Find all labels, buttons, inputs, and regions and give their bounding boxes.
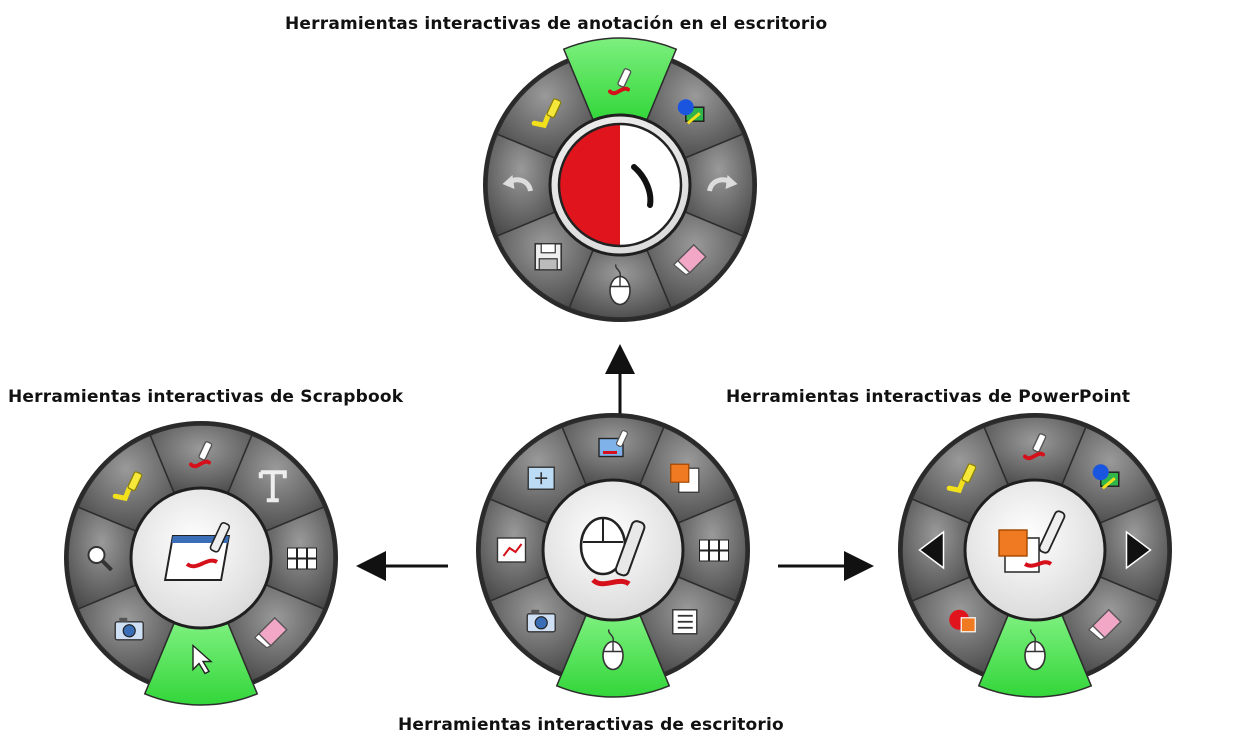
eraser-icon bbox=[672, 243, 707, 276]
list-menu-icon bbox=[672, 609, 698, 635]
pen-tool-icon bbox=[189, 441, 213, 469]
highlighter-icon bbox=[531, 98, 562, 129]
shapes-tool-icon bbox=[677, 99, 705, 125]
highlighter-icon bbox=[112, 471, 143, 502]
pen-tool-icon bbox=[608, 68, 632, 96]
mouse-pointer-icon bbox=[602, 629, 624, 671]
scrapbook-app-icon bbox=[163, 521, 231, 581]
text-tool-icon bbox=[258, 470, 287, 503]
previous-slide-icon bbox=[918, 530, 945, 570]
select-pointer-icon bbox=[192, 643, 213, 675]
redo-arrow-icon bbox=[707, 175, 738, 192]
save-disk-icon bbox=[534, 242, 563, 271]
stop-show-icon bbox=[949, 609, 976, 633]
pen-tool-icon bbox=[1023, 433, 1047, 461]
highlighter-icon bbox=[946, 463, 977, 494]
keypad-123-abc-icon bbox=[287, 547, 317, 570]
annotation-toolbar-wheel bbox=[483, 37, 757, 322]
annotation-tools-caption: Herramientas interactivas de anotación e… bbox=[285, 14, 828, 34]
color-and-line-width-icon bbox=[557, 122, 683, 248]
desktop-toolbar-wheel bbox=[476, 413, 750, 698]
undo-arrow-icon bbox=[502, 175, 533, 192]
mouse-pointer-icon bbox=[1024, 629, 1046, 671]
powerpoint-tools-caption: Herramientas interactivas de PowerPoint bbox=[726, 387, 1131, 407]
camera-icon bbox=[114, 617, 144, 641]
crosshair-window-icon bbox=[527, 466, 555, 490]
scrapbook-tools-caption: Herramientas interactivas de Scrapbook bbox=[8, 387, 404, 407]
eraser-icon bbox=[253, 616, 288, 649]
desktop-tools-caption: Herramientas interactivas de escritorio bbox=[398, 715, 784, 735]
chart-window-icon bbox=[496, 537, 527, 563]
camera-icon bbox=[526, 609, 556, 633]
scrapbook-toolbar-wheel bbox=[64, 421, 338, 706]
powerpoint-toolbar-wheel bbox=[898, 413, 1172, 698]
keypad-123-abc-icon bbox=[699, 539, 729, 562]
mouse-and-pen-icon bbox=[579, 516, 646, 587]
eraser-icon bbox=[1087, 608, 1122, 641]
next-slide-icon bbox=[1125, 530, 1152, 570]
mouse-pointer-icon bbox=[609, 264, 631, 306]
powerpoint-icon bbox=[670, 463, 700, 493]
connector-arrows bbox=[356, 344, 874, 581]
powerpoint-pen-icon bbox=[998, 510, 1066, 573]
annotate-desktop-icon bbox=[598, 430, 629, 458]
shapes-tool-icon bbox=[1092, 464, 1120, 490]
magnifier-icon bbox=[87, 546, 113, 572]
